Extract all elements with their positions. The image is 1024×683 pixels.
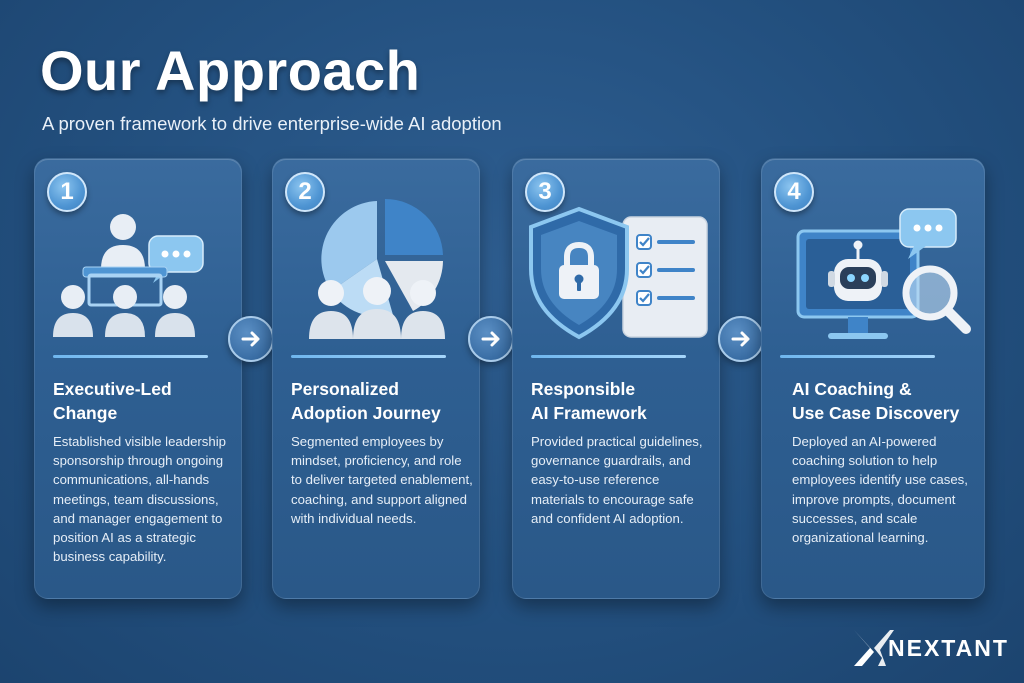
step-description: Segmented employees by mindset, proficie… xyxy=(291,434,473,526)
step-title: Executive-Led Change xyxy=(53,377,238,425)
step-title-line1: Personalized xyxy=(291,379,399,399)
step-card-2: 2 Personalized Adoption Journey Segmente… xyxy=(272,158,480,599)
step-description: Provided practical guidelines, governanc… xyxy=(531,434,703,526)
card-divider xyxy=(53,355,208,358)
step-title-line2: Change xyxy=(53,403,118,423)
arrow-right-icon xyxy=(228,316,274,362)
step-title: Personalized Adoption Journey xyxy=(291,377,476,425)
step-title-line2: Use Case Discovery xyxy=(792,403,960,423)
step-card-3: 3 Responsible AI Framework Provided prac… xyxy=(512,158,720,599)
step-title-line1: AI Coaching & xyxy=(792,379,912,399)
step-description: Established visible leadership sponsorsh… xyxy=(53,434,227,565)
step-description: Deployed an AI-powered coaching solution… xyxy=(792,434,968,546)
page-subtitle: A proven framework to drive enterprise-w… xyxy=(42,113,502,134)
step-title-line1: Responsible xyxy=(531,379,636,399)
step-number-badge: 3 xyxy=(525,172,565,212)
step-number-badge: 1 xyxy=(47,172,87,212)
robot-monitor-magnifier-icon xyxy=(796,208,971,339)
pie-chart-people-icon xyxy=(309,199,445,339)
step-title-line1: Executive-Led xyxy=(53,379,172,399)
step-number-badge: 4 xyxy=(774,172,814,212)
step-title: Responsible AI Framework xyxy=(531,377,716,425)
step-title: AI Coaching & Use Case Discovery xyxy=(792,377,982,425)
nextant-x-icon xyxy=(854,630,894,666)
step-card-4: 4 AI Coaching & Use Case Discovery Deplo… xyxy=(761,158,985,599)
shield-checklist-icon xyxy=(529,206,708,340)
card-divider xyxy=(780,355,935,358)
page-title: Our Approach xyxy=(40,39,421,102)
step-title-line2: AI Framework xyxy=(531,403,647,423)
brand-name: NEXTANT xyxy=(888,634,1009,661)
brand-logo: NEXTANT xyxy=(850,628,1010,668)
step-title-line2: Adoption Journey xyxy=(291,403,441,423)
card-divider xyxy=(531,355,686,358)
arrow-right-icon xyxy=(468,316,514,362)
step-card-1: 1 Executive-Led Change Established visib… xyxy=(34,158,242,599)
arrow-right-icon xyxy=(718,316,764,362)
presenter-audience-icon xyxy=(53,214,204,337)
card-divider xyxy=(291,355,446,358)
step-number-badge: 2 xyxy=(285,172,325,212)
